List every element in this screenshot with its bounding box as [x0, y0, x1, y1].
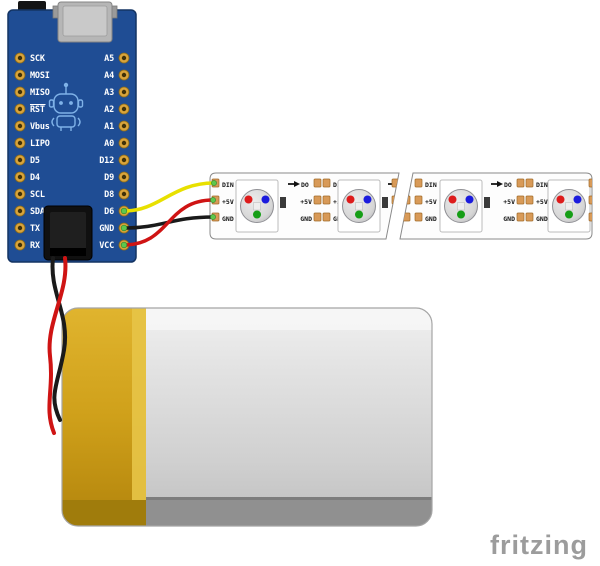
do-pads	[391, 178, 399, 222]
wire-endpoint	[210, 214, 216, 220]
pin-label: RX	[30, 241, 40, 251]
board-left-pin-labels: SCK MOSI MISO RST Vbus LIPO D5 D4 SCL SD…	[30, 54, 50, 251]
pin-label: D8	[104, 190, 114, 200]
pin-label: D5	[30, 156, 40, 166]
pin-label: D12	[99, 156, 114, 166]
neopixel-led	[547, 179, 591, 233]
capacitor	[484, 197, 490, 208]
capacitor	[280, 197, 286, 208]
lipo-battery	[61, 307, 433, 527]
pin-label: GND	[99, 224, 114, 234]
pin-label: SCK	[30, 54, 46, 64]
gnd-label: GND	[222, 215, 234, 223]
wire-endpoint	[120, 224, 128, 232]
do-label: DO	[504, 181, 512, 189]
din-pads	[414, 178, 423, 222]
din-label: DIN	[222, 181, 234, 189]
gnd-label: GND	[425, 215, 437, 223]
neopixel-led	[439, 179, 483, 233]
pin-label: LIPO	[30, 139, 50, 149]
do-pads	[313, 178, 322, 222]
fritzing-watermark: fritzing	[490, 530, 588, 560]
neopixel-strip: DIN +5V GND DO +5V GND DIN +5V GND DIN +	[209, 172, 593, 240]
capacitor	[382, 197, 388, 208]
pin-label: A3	[104, 88, 114, 98]
pin-label: A0	[104, 139, 114, 149]
v5-label: +5V	[503, 198, 515, 206]
v5-label: +5V	[536, 198, 548, 206]
do-label: DO	[301, 181, 309, 189]
neopixel-led	[337, 179, 381, 233]
din-pads	[322, 178, 331, 222]
wire-endpoint	[211, 180, 217, 186]
usb-connector	[52, 1, 118, 43]
pin-label: MISO	[30, 88, 50, 98]
pin-label: SDA	[30, 207, 45, 217]
pin-label: A4	[104, 71, 114, 81]
din-label: DIN	[425, 181, 437, 189]
pin-label: MOSI	[30, 71, 50, 81]
pin-label: D9	[104, 173, 114, 183]
jst-battery-connector	[43, 205, 93, 261]
robot-icon	[48, 82, 84, 131]
wire-endpoint	[120, 241, 128, 249]
pin-label: RST	[30, 105, 45, 115]
v5-label: +5V	[300, 198, 312, 206]
pin-label: Vbus	[30, 122, 50, 132]
pin-label: D6	[104, 207, 114, 217]
do-pads	[516, 178, 525, 222]
gnd-label: GND	[536, 215, 548, 223]
pin-label: A1	[104, 122, 114, 132]
v5-label: +5V	[222, 198, 234, 206]
pin-label: A5	[104, 54, 114, 64]
microcontroller-board: SCK MOSI MISO RST Vbus LIPO D5 D4 SCL SD…	[7, 1, 137, 263]
v5-label: +5V	[425, 198, 437, 206]
strip-left-content: DIN +5V GND DO +5V GND DIN +5V GND	[211, 178, 399, 233]
battery-wire-red	[47, 256, 68, 435]
battery-wires	[47, 256, 68, 435]
wire-data-d6-to-din	[122, 181, 216, 213]
battery-wire-black	[50, 256, 68, 422]
do-pads	[402, 178, 411, 222]
strip-wires	[120, 180, 217, 249]
wire-endpoint	[120, 207, 128, 215]
neopixel-led	[235, 179, 279, 233]
din-label: DIN	[536, 181, 548, 189]
pin-label: A2	[104, 105, 114, 115]
wire-endpoint	[210, 197, 216, 203]
board-right-pin-labels: A5 A4 A3 A2 A1 A0 D12 D9 D8 D6 GND VCC	[99, 54, 114, 251]
din-pads	[525, 178, 534, 222]
pin-label: VCC	[99, 241, 114, 251]
strip-right-content: DIN +5V GND DO +5V GND DIN +5V GND	[402, 178, 592, 233]
pin-label: SCL	[30, 190, 45, 200]
wire-vcc-to-5v	[122, 198, 215, 247]
gnd-label: GND	[300, 215, 312, 223]
pin-label: D4	[30, 173, 40, 183]
pin-label: TX	[30, 224, 40, 234]
gnd-label: GND	[503, 215, 515, 223]
